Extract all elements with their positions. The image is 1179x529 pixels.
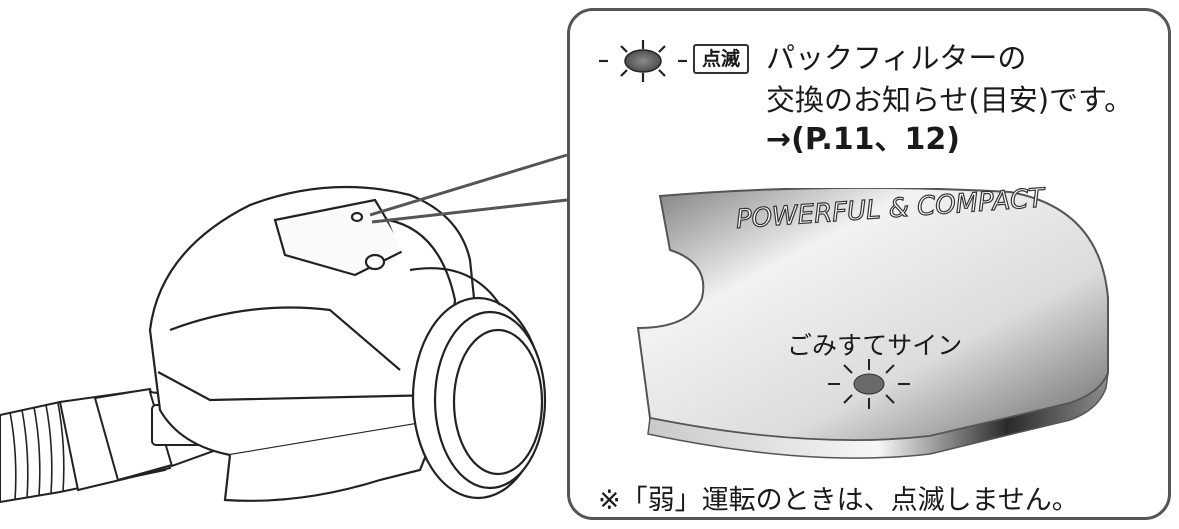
- blink-badge: 点滅: [693, 44, 749, 74]
- dust-sign-label: ごみすてサイン: [787, 331, 963, 360]
- callout-pointer: [369, 153, 568, 224]
- message-line-1: パックフィルターの: [766, 41, 1027, 75]
- indicator-panel: [636, 188, 1109, 459]
- vacuum-body: [148, 185, 547, 502]
- message-line-2: 交換のお知らせ(目安)です。: [766, 83, 1134, 117]
- footnote: ※「弱」運転のときは、点滅しません。: [598, 485, 1079, 516]
- blinking-lamp-icon: [599, 40, 687, 82]
- page-reference: →(P.11、12): [766, 122, 960, 157]
- dust-sign-lamp-icon: [828, 359, 910, 409]
